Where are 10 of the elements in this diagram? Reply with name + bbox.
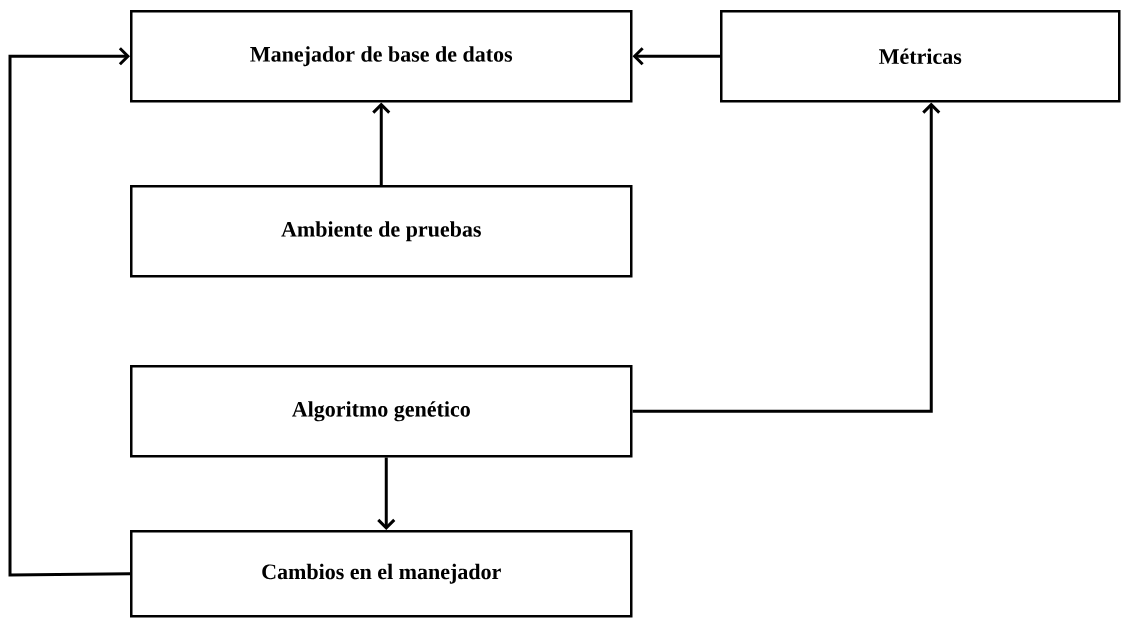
arrow: [632, 47, 720, 66]
process-box: Cambios en el manejador: [130, 530, 633, 618]
arrow: [632, 102, 941, 413]
arrow: [8, 47, 131, 577]
process-box: Métricas: [720, 10, 1121, 103]
arrow: [377, 457, 396, 530]
process-box: Algoritmo genético: [130, 365, 633, 458]
arrow: [372, 102, 391, 185]
process-box: Manejador de base de datos: [130, 10, 633, 103]
process-box: Ambiente de pruebas: [130, 185, 633, 278]
